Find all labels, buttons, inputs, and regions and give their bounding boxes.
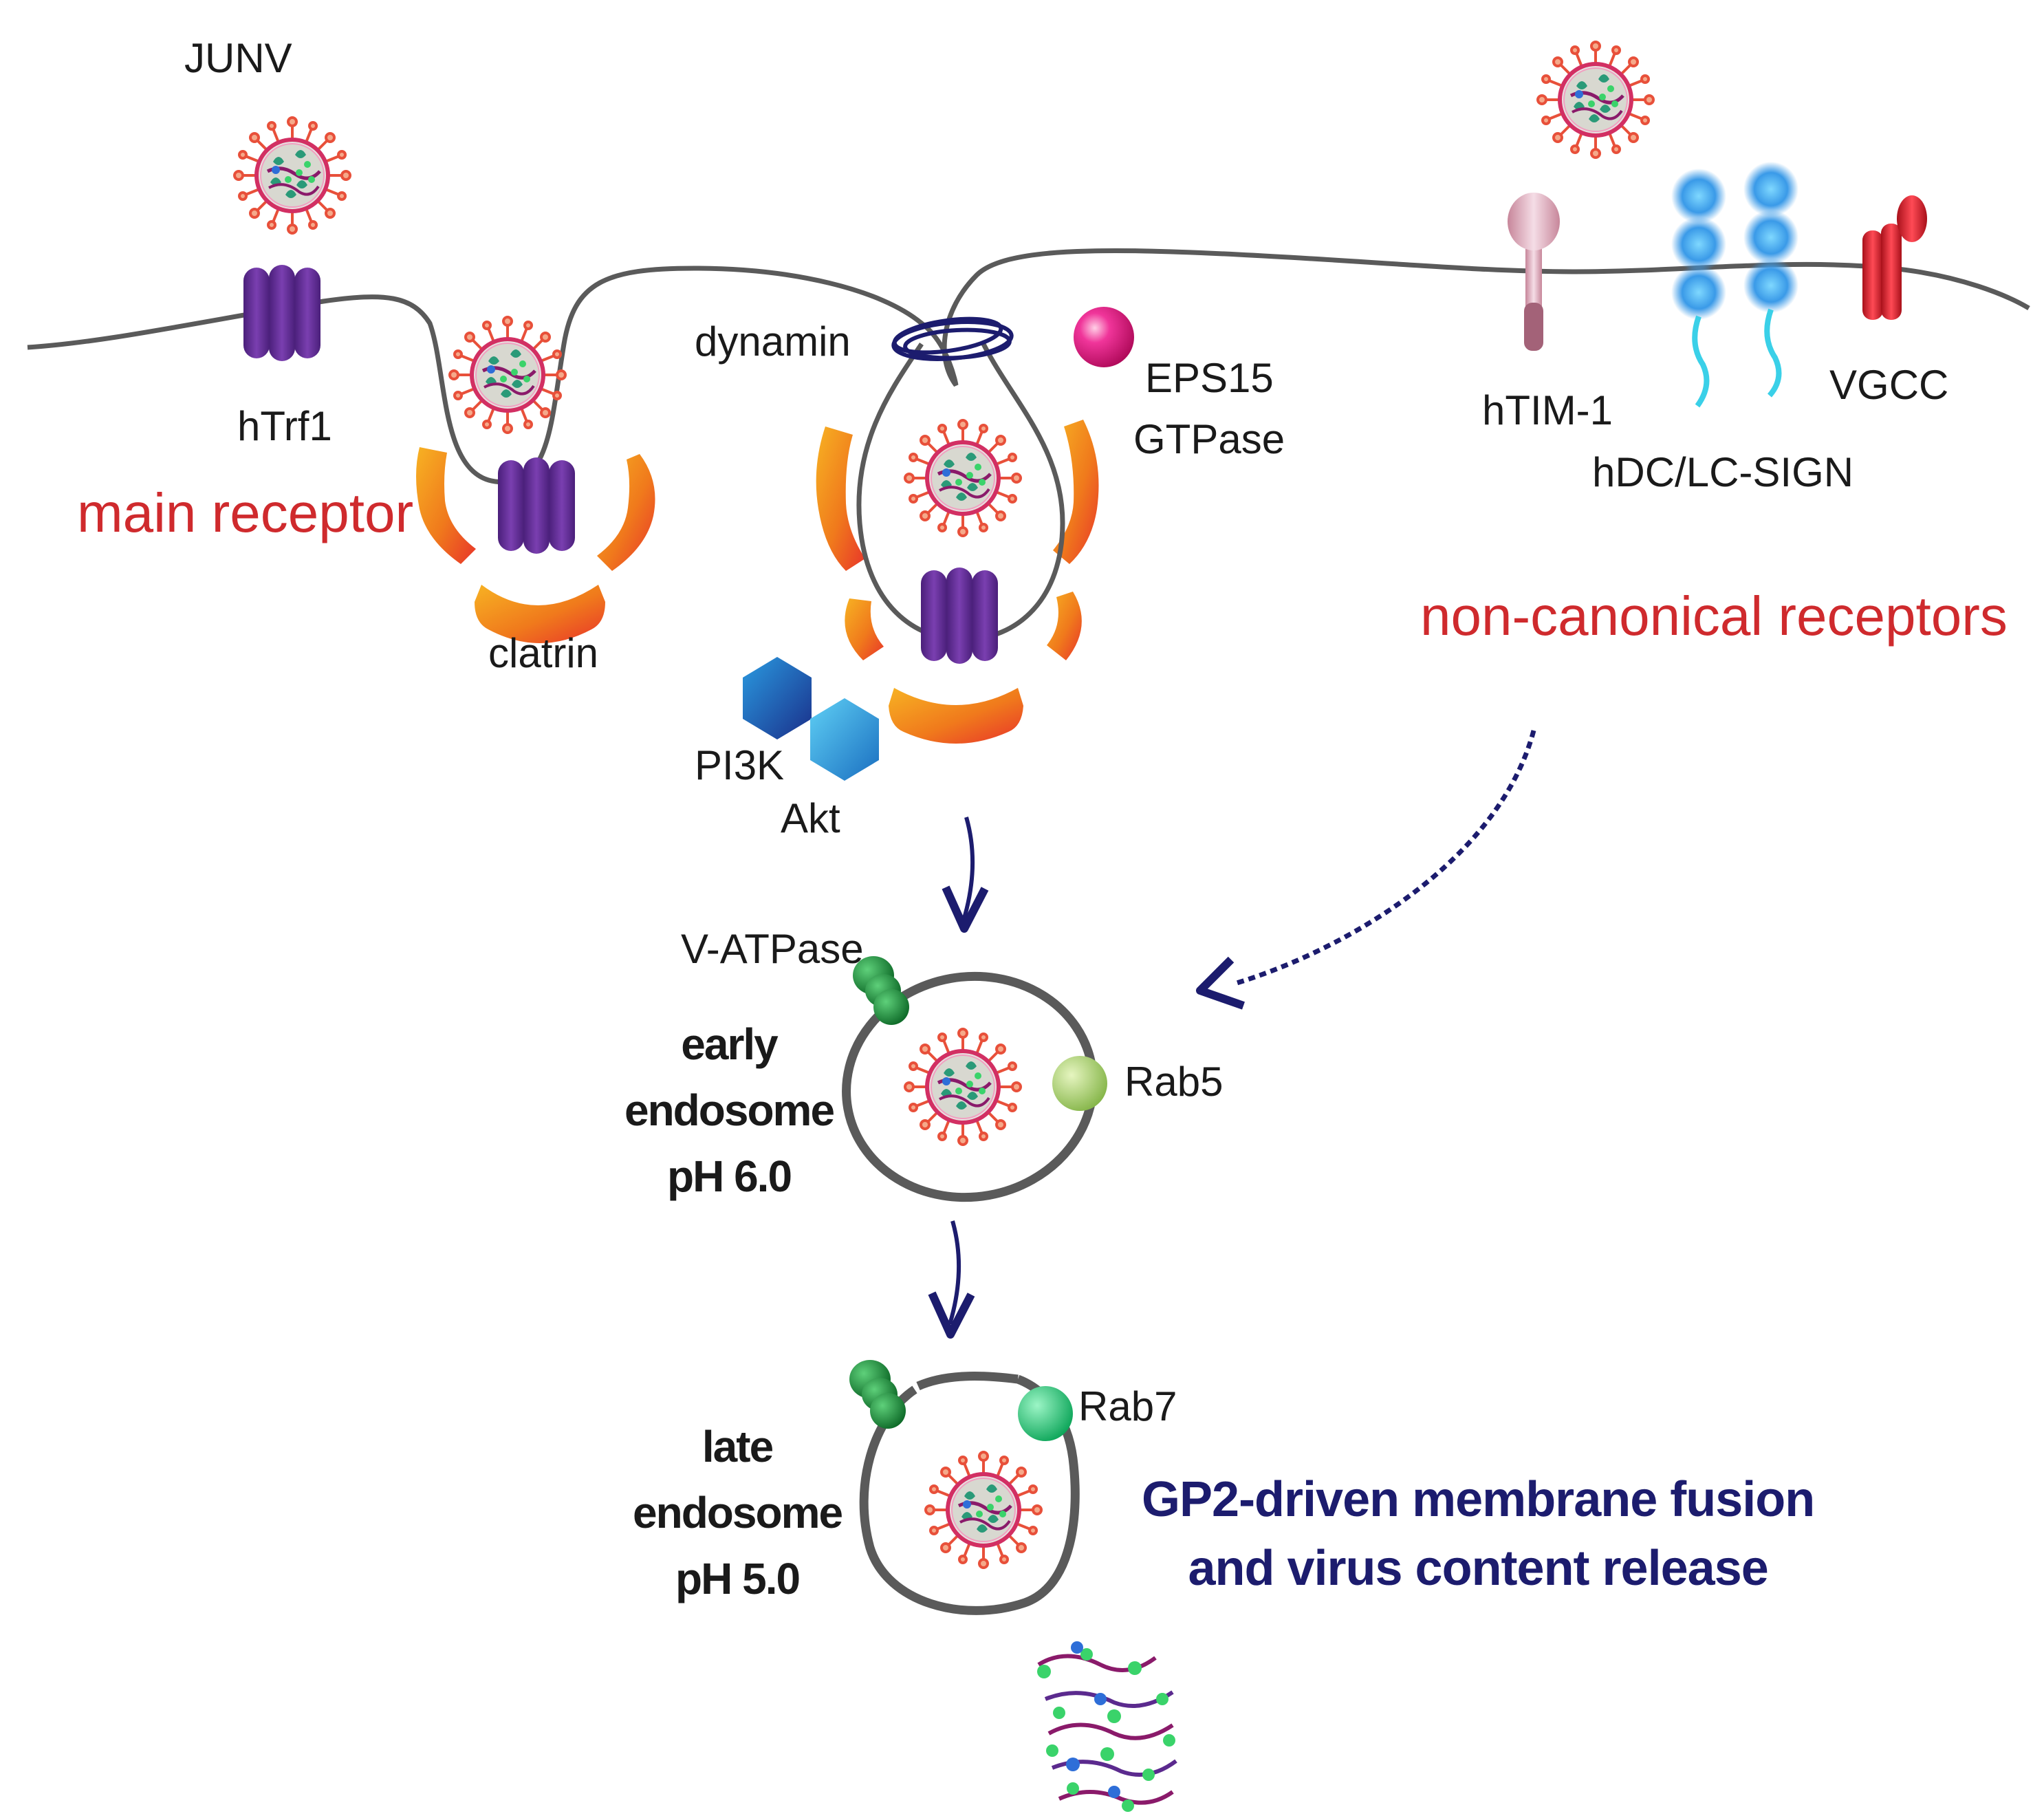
eps15-sphere	[1074, 307, 1134, 367]
htrf1-receptor-pit	[498, 457, 575, 554]
label-rab5: Rab5	[1124, 1059, 1224, 1105]
label-non-canonical-receptors: non-canonical receptors	[1420, 585, 2008, 647]
label-akt: Akt	[781, 795, 840, 841]
htrf1-receptor	[243, 265, 320, 361]
label-clatrin: clatrin	[488, 630, 599, 676]
late-endosome-line-3: pH 5.0	[675, 1554, 801, 1603]
label-early-endosome: early endosome pH 6.0	[619, 1011, 839, 1209]
junv-virion-vesicle	[905, 420, 1021, 536]
rab7-sphere	[1018, 1386, 1073, 1441]
late-endosome-membrane	[859, 1372, 1080, 1615]
label-htim1: hTIM-1	[1482, 387, 1613, 433]
v-atpase-late	[849, 1360, 906, 1429]
label-late-endosome: late endosome pH 5.0	[633, 1414, 843, 1612]
label-gp2-fusion: GP2-driven membrane fusion and virus con…	[1142, 1465, 1815, 1603]
gp2-line-2: and virus content release	[1188, 1541, 1768, 1596]
htrf1-receptor-vesicle	[921, 568, 998, 664]
akt-hexagon	[810, 698, 879, 781]
label-junv: JUNV	[184, 35, 292, 81]
late-endosome-line-2: endosome	[633, 1488, 843, 1537]
label-rab7: Rab7	[1078, 1383, 1177, 1429]
vgcc-channel	[1862, 195, 1927, 320]
early-endosome-line-2: endosome	[624, 1085, 835, 1135]
junv-virion-early-endosome	[905, 1029, 1021, 1145]
pi3k-hexagon	[743, 657, 812, 739]
rab5-sphere	[1052, 1056, 1107, 1111]
htim1-receptor	[1508, 193, 1560, 351]
clathrin-vesicle-coat	[816, 420, 1099, 744]
arrow-to-early-endosome	[961, 817, 975, 921]
late-endosome-line-1: late	[702, 1422, 774, 1471]
clathrin-pit-1	[416, 447, 655, 643]
junv-virion-noncanonical	[1538, 42, 1653, 158]
label-eps15: EPS15	[1145, 355, 1274, 401]
early-endosome-line-1: early	[681, 1019, 778, 1069]
gp2-line-1: GP2-driven membrane fusion	[1142, 1472, 1815, 1527]
hdc-lc-sign-receptor-2	[1743, 162, 1798, 398]
released-viral-content	[1037, 1641, 1177, 1812]
label-dynamin: dynamin	[695, 318, 851, 365]
plasma-membrane	[27, 248, 2030, 485]
hdc-lc-sign-receptor-1	[1671, 169, 1726, 408]
junv-virion-pit	[450, 317, 565, 433]
arrow-to-late-endosome	[948, 1220, 961, 1325]
label-pi3k: PI3K	[695, 742, 785, 788]
junv-virion-free	[235, 118, 350, 233]
early-endosome-line-3: pH 6.0	[666, 1152, 792, 1201]
label-htrf1: hTrf1	[237, 403, 332, 449]
label-vgcc: VGCC	[1829, 362, 1949, 408]
dynamin-ring	[891, 316, 1014, 361]
label-gtpase: GTPase	[1133, 416, 1285, 462]
label-hdc-lc-sign: hDC/LC-SIGN	[1592, 449, 1854, 495]
label-main-receptor: main receptor	[77, 482, 414, 543]
dashed-arrow-noncanonical	[1233, 730, 1536, 986]
junv-virion-late-endosome	[926, 1452, 1041, 1568]
label-v-atpase: V-ATPase	[681, 926, 864, 972]
